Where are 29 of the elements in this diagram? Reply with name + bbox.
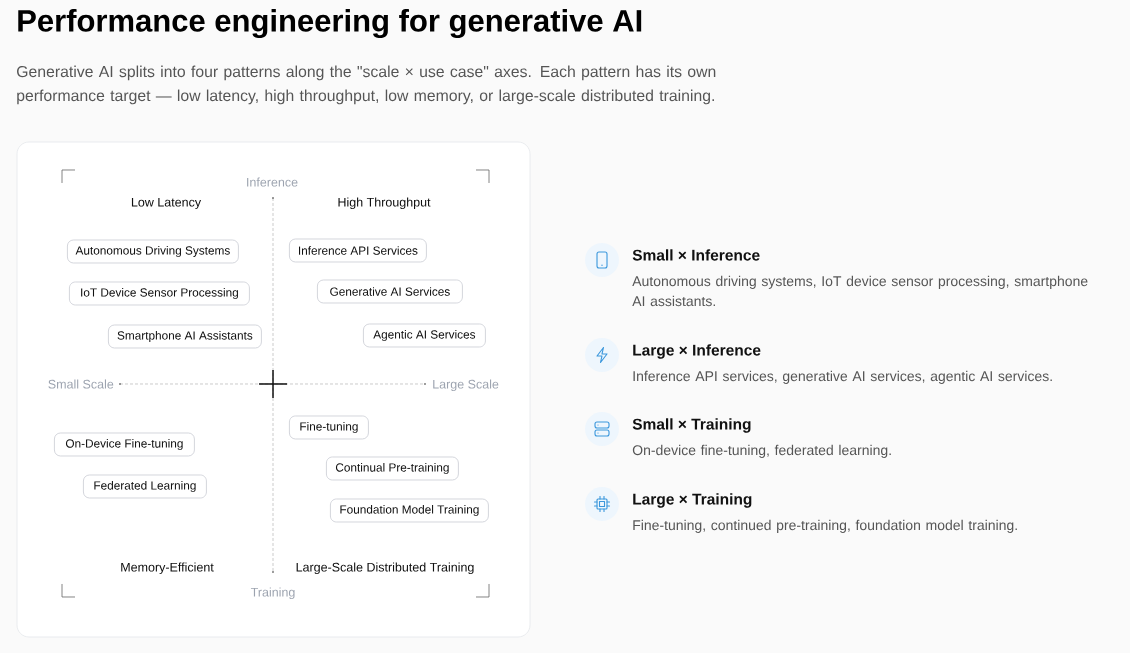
pill-box: Fine-tuning — [289, 415, 369, 440]
item-description: Inference API services, generative AI services, agentic AI services. — [633, 370, 1052, 384]
pill-box: Generative AI Services — [317, 279, 463, 304]
intro-paragraph: Generative AI splits into four patterns along the "scale × use case" axes. Each pattern has its own performance target — low latency, high throughput, low memory, or large-scale distributed training. — [17, 65, 716, 105]
quadrant-heading: High Throughput — [338, 197, 431, 210]
quadrant-heading: Low Latency — [131, 197, 202, 210]
pill-box: Smartphone AI Assistants — [108, 324, 262, 349]
page-title: Performance engineering for generative AI — [18, 9, 642, 39]
item-heading: Small × Inference — [632, 249, 760, 261]
pill-box: Inference API Services — [289, 238, 427, 263]
pill-box: Continual Pre-training — [326, 456, 459, 481]
pill-box: On-Device Fine-tuning — [54, 432, 195, 457]
item-heading: Large × Training — [633, 493, 752, 508]
pill-box: Foundation Model Training — [330, 498, 489, 523]
item-heading: Large × Inference — [633, 344, 761, 359]
item-description: On-device fine-tuning, federated learning. — [632, 444, 891, 458]
item-description: Fine-tuning, continued pre-training, foundation model training. — [633, 519, 1017, 533]
item-description: Autonomous driving systems, IoT device sensor processing, smartphone AI assistants. — [632, 275, 1088, 307]
axis-label: Training — [250, 587, 295, 600]
item-heading: Small × Training — [632, 418, 751, 433]
axis-label: Inference — [247, 177, 298, 187]
quadrant-heading: Large-Scale Distributed Training — [296, 562, 474, 575]
quadrant-heading: Memory-Efficient — [121, 562, 214, 575]
axis-label: Large Scale — [433, 379, 499, 392]
pill-box: Federated Learning — [83, 474, 207, 499]
axis-label: Small Scale — [48, 379, 114, 389]
pill-box: Agentic AI Services — [363, 323, 486, 348]
pill-box: Autonomous Driving Systems — [67, 239, 239, 264]
pill-box: IoT Device Sensor Processing — [69, 281, 250, 306]
